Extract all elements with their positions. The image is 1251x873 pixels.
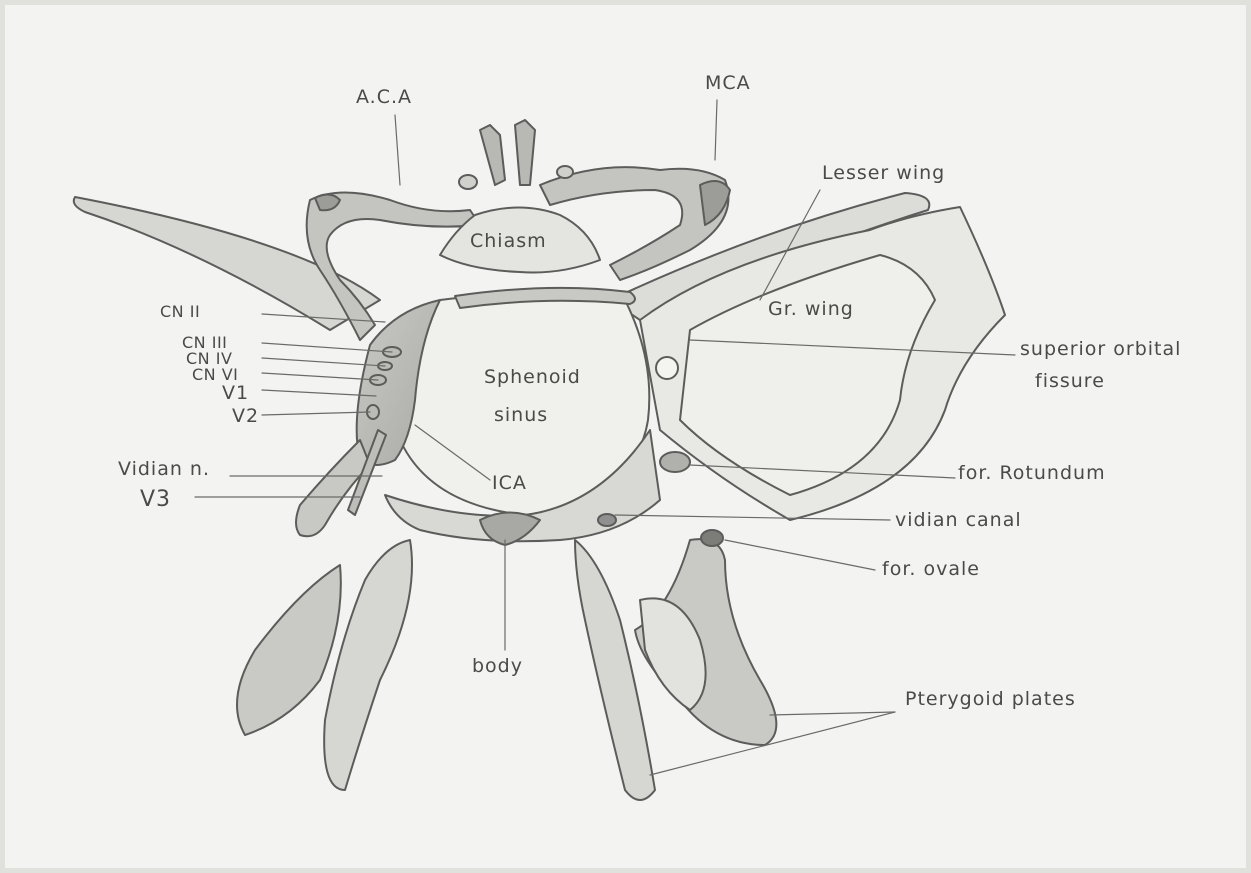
label-ica: ICA <box>492 472 527 494</box>
label-v2: V2 <box>232 405 259 427</box>
label-v3: V3 <box>140 487 171 512</box>
label-gr-wing: Gr. wing <box>768 298 854 320</box>
label-superior-orbital-1: superior orbital <box>1020 338 1181 360</box>
foramen-rotundum <box>660 452 690 472</box>
label-vidian-n: Vidian n. <box>118 458 210 480</box>
label-cn2: CN II <box>160 302 200 321</box>
label-for-rotundum: for. Rotundum <box>958 462 1106 484</box>
label-aca: A.C.A <box>356 86 412 108</box>
label-for-ovale: for. ovale <box>882 558 980 580</box>
vidian-canal-opening <box>598 514 616 526</box>
label-pterygoid-plates: Pterygoid plates <box>905 688 1076 710</box>
label-body: body <box>472 655 523 677</box>
foramen-ovale <box>701 530 723 546</box>
label-superior-orbital-2: fissure <box>1035 370 1105 392</box>
label-sphenoid-sinus-1: Sphenoid <box>484 366 581 388</box>
label-mca: MCA <box>705 72 751 94</box>
label-sphenoid-sinus-2: sinus <box>494 404 548 426</box>
aca-origin-right <box>557 166 573 178</box>
label-v1: V1 <box>222 382 249 404</box>
aca-origin-left <box>459 175 477 189</box>
superior-orbital-fissure-mark <box>656 357 678 379</box>
label-lesser-wing: Lesser wing <box>822 162 945 184</box>
label-vidian-canal: vidian canal <box>895 509 1022 531</box>
label-chiasm: Chiasm <box>470 230 547 252</box>
